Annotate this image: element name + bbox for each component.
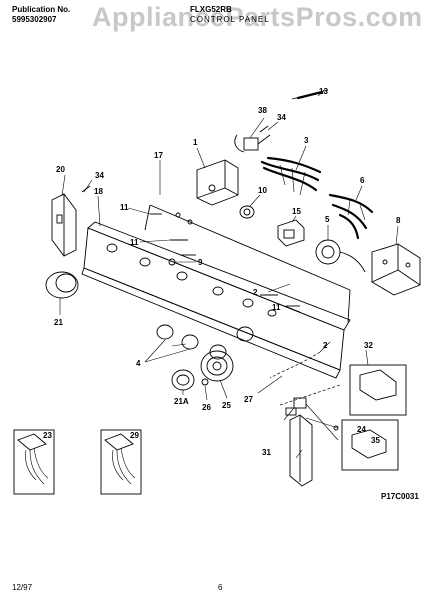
- end-cap: [51, 193, 77, 257]
- bracket-guide: [279, 384, 341, 406]
- harness-inset-23: [13, 429, 55, 495]
- clip-32: [349, 364, 407, 416]
- ground-wire: [269, 351, 321, 379]
- screws: [81, 125, 300, 307]
- wire-harness-6: [328, 193, 374, 240]
- callout: 11: [130, 238, 139, 247]
- section-title: CONTROL PANEL: [190, 15, 270, 24]
- timer: [175, 159, 239, 225]
- footer-date: 12/97: [12, 583, 33, 592]
- callout: 34: [277, 113, 286, 122]
- callout: 24: [357, 425, 366, 434]
- callout: 23: [43, 431, 52, 440]
- bracket: [285, 397, 313, 487]
- knobs-4: [156, 324, 254, 360]
- switch-10: [239, 205, 255, 219]
- clip-35: [333, 419, 399, 471]
- callout: 4: [136, 359, 141, 368]
- callout: 1: [193, 138, 198, 147]
- switch-15: [277, 219, 305, 247]
- callout: 15: [292, 207, 301, 216]
- switch: [234, 134, 271, 153]
- knob-21: [45, 271, 79, 299]
- callout: 25: [222, 401, 231, 410]
- callout: 11: [272, 303, 281, 312]
- pressure-switch: [315, 239, 366, 273]
- harness-inset-29: [100, 429, 142, 495]
- callout: 17: [154, 151, 163, 160]
- callout: 13: [319, 87, 328, 96]
- callout: 18: [94, 187, 103, 196]
- callout: 21A: [174, 397, 189, 406]
- callout: 34: [95, 171, 104, 180]
- callout: 26: [202, 403, 211, 412]
- model-number: FLXG52RB: [190, 5, 232, 14]
- callout: 21: [54, 318, 63, 327]
- callout: 2: [323, 341, 328, 350]
- callout: 10: [258, 186, 267, 195]
- callout: 32: [364, 341, 373, 350]
- callout: 38: [258, 106, 267, 115]
- wire-harness-3: [260, 156, 322, 196]
- callout: 31: [262, 448, 271, 457]
- callout: 11: [120, 203, 129, 212]
- callout: 2: [253, 288, 258, 297]
- callout: 3: [304, 136, 309, 145]
- console-panel: [81, 204, 351, 379]
- callout: 35: [371, 436, 380, 445]
- callout: 20: [56, 165, 65, 174]
- watermark: AppliancePartsPros.com: [92, 2, 423, 32]
- fuse: [291, 89, 329, 100]
- leader-lines: [59, 89, 399, 459]
- callout: 5: [325, 215, 330, 224]
- callout: 6: [360, 176, 365, 185]
- callout: 8: [396, 216, 401, 225]
- callout: 29: [130, 431, 139, 440]
- footer-page: 6: [218, 583, 223, 592]
- callout: 27: [244, 395, 253, 404]
- diagram-code: P17C0031: [381, 492, 419, 501]
- publication-label: Publication No.: [12, 5, 71, 14]
- publication-number: 5995302907: [12, 15, 57, 24]
- selector-switch: [371, 243, 421, 296]
- callout: 9: [198, 258, 203, 267]
- callout-labels: 1 2 2 3 4 5 6 8 9 10 11 11 11 13 15 17 1…: [43, 87, 401, 457]
